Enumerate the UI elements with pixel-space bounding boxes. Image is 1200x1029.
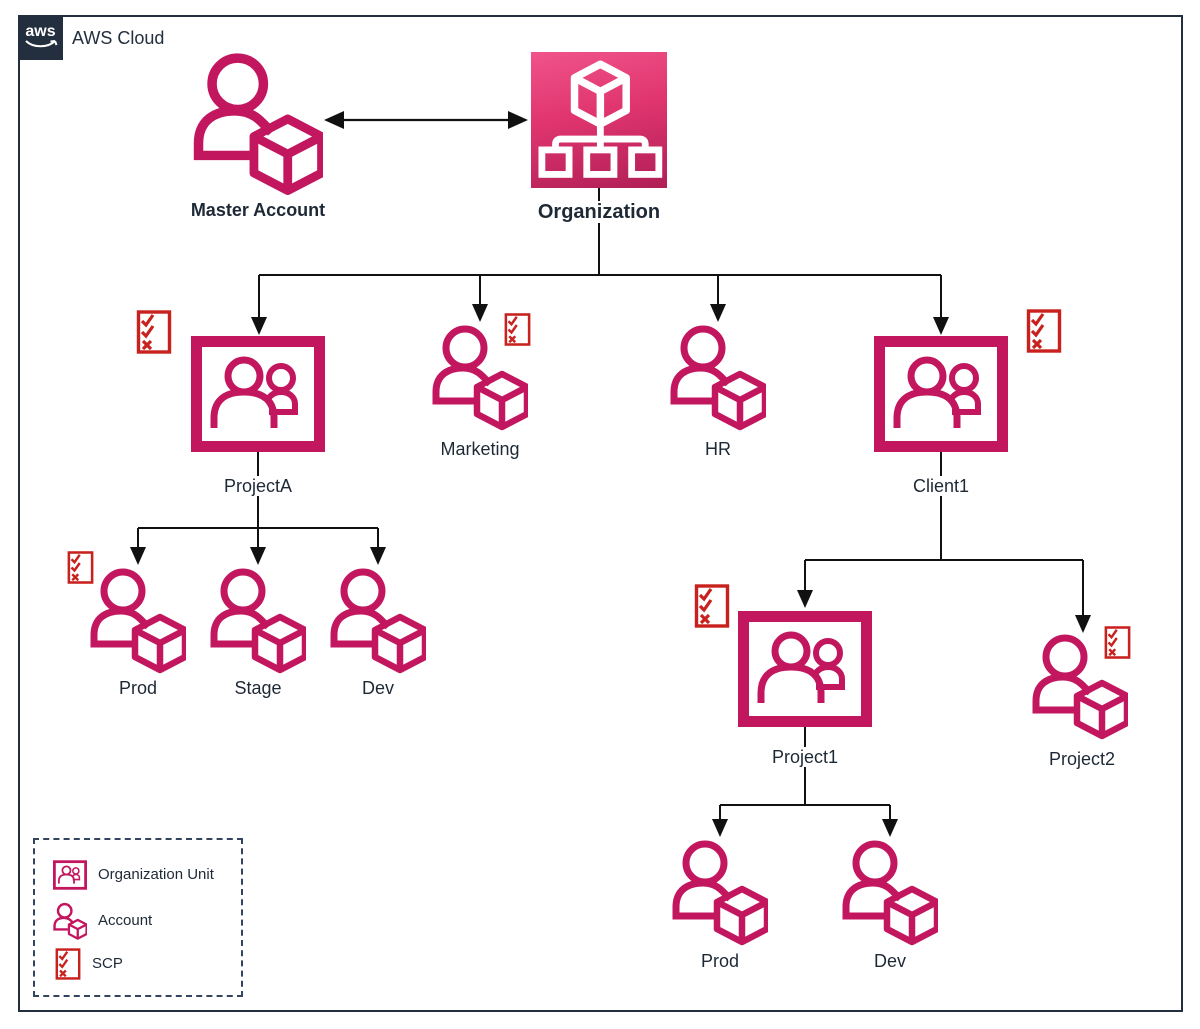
node-dev-a (330, 566, 426, 674)
account-icon (842, 838, 938, 946)
account-icon (330, 566, 426, 674)
project1-label: Project1 (705, 747, 905, 768)
organization-unit-icon (737, 611, 873, 727)
scp-icon (67, 551, 94, 584)
account-icon (53, 902, 87, 940)
scp-icon (694, 584, 730, 628)
node-master-account (193, 50, 323, 196)
account-icon (210, 566, 306, 674)
scp-icon (55, 948, 81, 980)
organizations-service-icon (531, 52, 667, 188)
scp-badge-marketing (504, 313, 531, 346)
aws-logo-text: aws (25, 23, 56, 40)
account-icon (193, 50, 323, 196)
scp-icon (1104, 626, 1131, 659)
scp-icon (136, 310, 172, 354)
aws-smile-icon (24, 40, 57, 48)
scp-badge-project1 (694, 584, 730, 628)
node-hr (670, 323, 766, 431)
hr-label: HR (618, 439, 818, 460)
legend-row-organization-unit: Organization Unit (53, 860, 214, 890)
prod-a-label: Prod (38, 678, 238, 699)
organization-label: Organization (499, 201, 699, 224)
node-stage-a (210, 566, 306, 674)
legend-row-account: Account (53, 902, 152, 940)
node-client1 (873, 336, 1009, 452)
aws-cloud-label: AWS Cloud (72, 28, 165, 48)
prod-1-label: Prod (620, 951, 820, 972)
legend: Organization Unit Account SCP (33, 838, 243, 997)
scp-icon (504, 313, 531, 346)
node-organization (531, 52, 667, 188)
node-prod-a (90, 566, 186, 674)
scp-badge-project-a (136, 310, 172, 354)
legend-label: SCP (92, 955, 123, 972)
master-account-label: Master Account (158, 200, 358, 221)
node-project-a (190, 336, 326, 452)
marketing-label: Marketing (380, 439, 580, 460)
scp-badge-client1 (1026, 309, 1062, 353)
dev-1-label: Dev (790, 951, 990, 972)
organization-unit-icon (873, 336, 1009, 452)
dev-a-label: Dev (278, 678, 478, 699)
aws-cloud-group-border (18, 15, 1183, 1012)
account-icon (672, 838, 768, 946)
project2-label: Project2 (982, 749, 1182, 770)
legend-label: Organization Unit (98, 866, 214, 883)
organization-unit-icon (190, 336, 326, 452)
legend-row-scp: SCP (55, 948, 123, 980)
stage-a-label: Stage (158, 678, 358, 699)
account-icon (670, 323, 766, 431)
node-project1 (737, 611, 873, 727)
node-dev-1 (842, 838, 938, 946)
scp-icon (1026, 309, 1062, 353)
client1-label: Client1 (841, 476, 1041, 497)
organization-unit-icon (53, 860, 87, 890)
node-prod-1 (672, 838, 768, 946)
legend-label: Account (98, 912, 153, 929)
aws-logo: aws (18, 15, 63, 60)
project-a-label: ProjectA (158, 476, 358, 497)
scp-badge-prod-a (67, 551, 94, 584)
scp-badge-project2 (1104, 626, 1131, 659)
account-icon (90, 566, 186, 674)
